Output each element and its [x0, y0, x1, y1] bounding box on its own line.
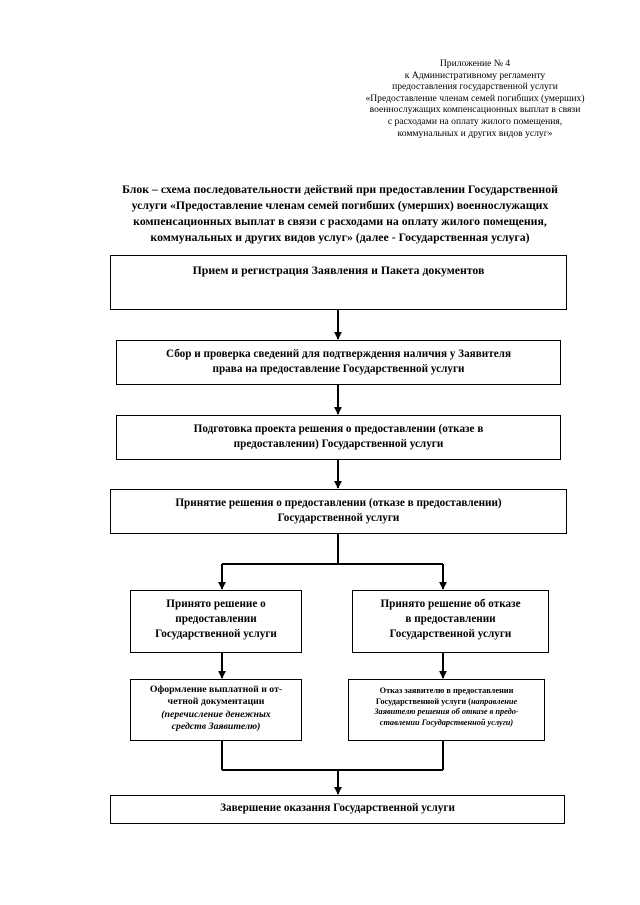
step-completion: Завершение оказания Государственной услу… [110, 795, 565, 824]
step-note: направление [470, 696, 518, 706]
annex-line: коммунальных и других видов услуг» [397, 127, 553, 139]
step-text: Принятие решения о предоставлении (отказ… [175, 497, 502, 509]
step-text: Государственной услуги [155, 628, 277, 640]
step-text: четной документации [167, 696, 265, 708]
step-text: Отказ заявителю в предоставлении [379, 686, 514, 695]
step-text: в предоставлении [405, 613, 496, 625]
annex-line: Приложение № 4 [439, 58, 511, 69]
step-verification: Сбор и проверка сведений для подтвержден… [116, 340, 561, 385]
step-text-row: Государственной услуги (направление [349, 697, 544, 708]
step-note: средств Заявителю) [171, 721, 261, 733]
step-text: Государственной услуги [277, 512, 400, 524]
step-text: Принято решение о [166, 598, 266, 610]
step-draft-decision: Подготовка проекта решения о предоставле… [116, 415, 561, 460]
title-line: компенсационных выплат в связи с расхода… [133, 214, 547, 228]
annex-line: с расходами на оплату жилого помещения, [387, 115, 563, 127]
annex-line: предоставления государственной услуги [392, 81, 558, 93]
step-note: Заявителю решения об отказе в предо- [374, 707, 519, 717]
diagram-title: Блок – схема последовательности действий… [60, 181, 620, 245]
step-approved: Принято решение о предоставлении Государ… [130, 590, 302, 653]
step-text: Принято решение об отказе [380, 598, 521, 610]
step-text: Государственной услуги ( [375, 696, 471, 706]
step-reception: Прием и регистрация Заявления и Пакета д… [110, 255, 567, 310]
annex-line: «Предоставление членам семей погибших (у… [365, 92, 585, 104]
annex-header: Приложение № 4 к Административному регла… [330, 58, 620, 139]
step-text: права на предоставление Государственной … [212, 363, 465, 375]
title-line: Блок – схема последовательности действий… [122, 182, 558, 196]
step-text: Подготовка проекта решения о предоставле… [193, 423, 484, 435]
step-payment-documentation: Оформление выплатной и от- четной докуме… [130, 679, 302, 741]
step-text: Прием и регистрация Заявления и Пакета д… [192, 263, 485, 277]
step-text: предоставлении [175, 613, 257, 625]
step-text: Оформление выплатной и от- [149, 684, 283, 695]
step-decision: Принятие решения о предоставлении (отказ… [110, 489, 567, 534]
title-line: услуги «Предоставление членам семей поги… [131, 198, 549, 212]
step-refused: Принято решение об отказе в предоставлен… [352, 590, 549, 653]
step-text: предоставлении) Государственной услуги [233, 438, 444, 450]
step-refusal-notice: Отказ заявителю в предоставлении Государ… [348, 679, 545, 741]
step-text: Государственной услуги [389, 628, 512, 640]
title-line: коммунальных и других видов услуг» (дале… [150, 230, 530, 244]
step-text: Сбор и проверка сведений для подтвержден… [165, 348, 512, 360]
annex-line: военнослужащих компенсационных выплат в … [369, 104, 581, 116]
step-note: ставлении Государственной услуги) [379, 717, 514, 727]
step-note: (перечисление денежных [161, 708, 271, 720]
annex-line: к Административному регламенту [404, 69, 546, 81]
step-text: Завершение оказания Государственной услу… [220, 802, 455, 814]
